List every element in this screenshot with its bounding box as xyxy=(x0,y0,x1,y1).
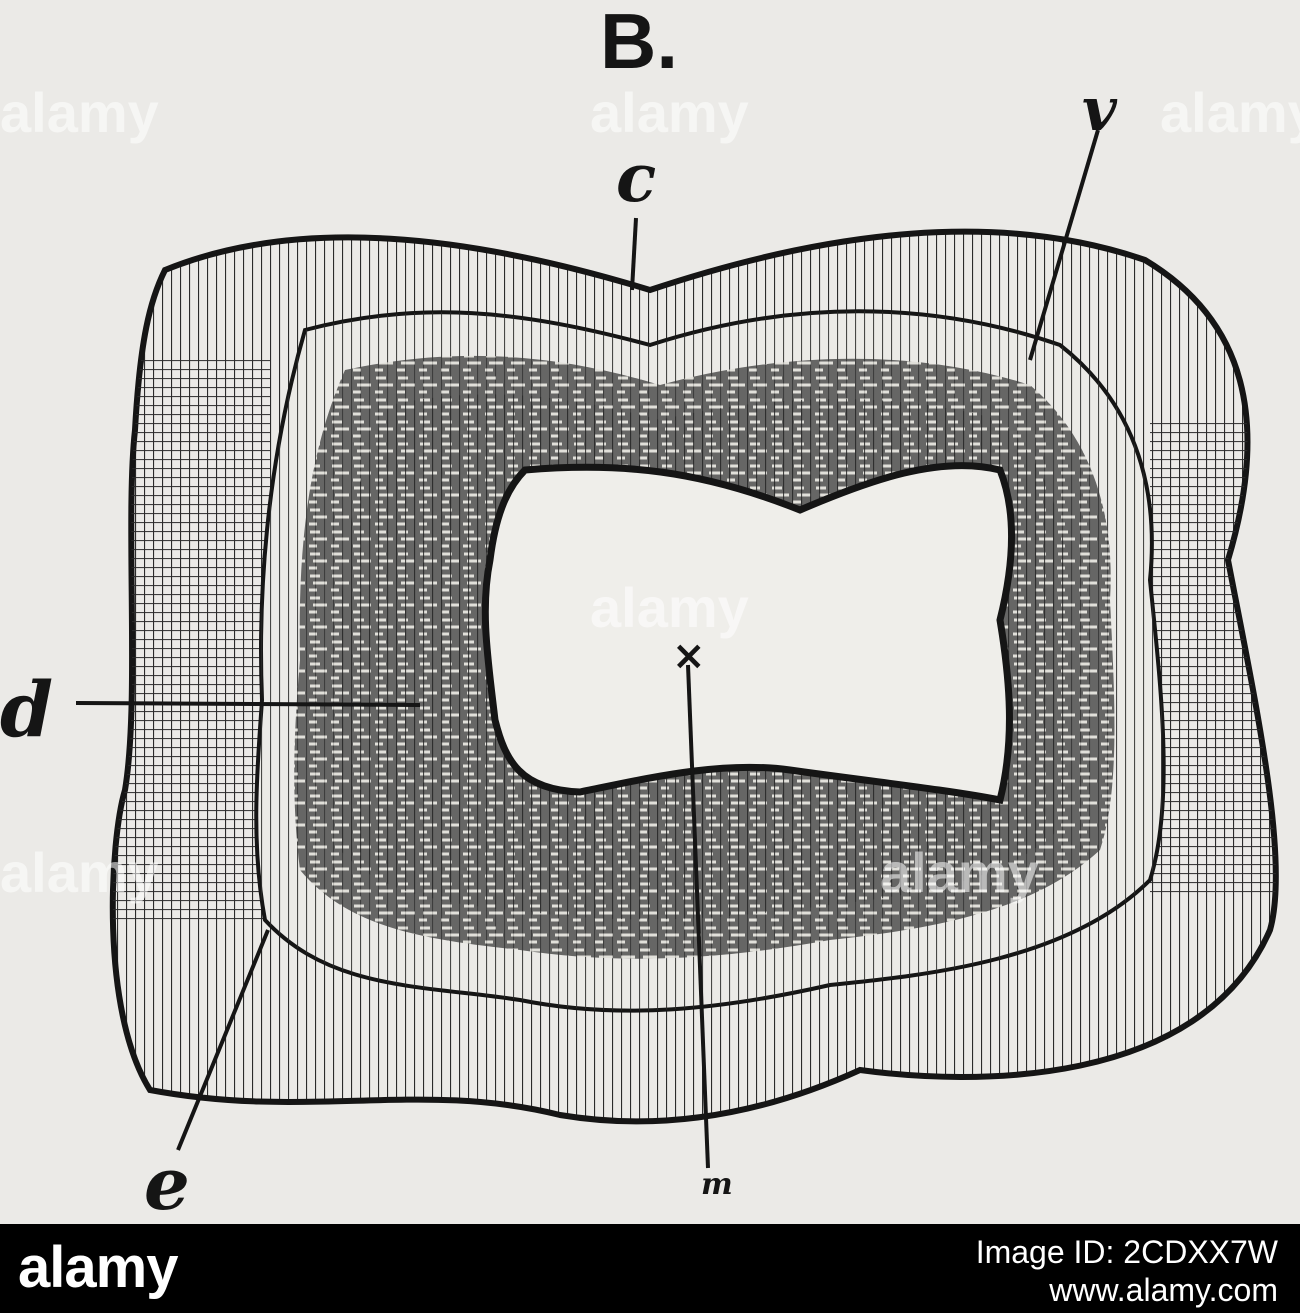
leader-line-v xyxy=(1028,129,1100,361)
label-d: d xyxy=(0,665,54,754)
label-e: e xyxy=(144,1141,190,1226)
watermark: alamy xyxy=(590,576,749,639)
label-x-marker: × xyxy=(672,633,706,679)
label-v: v xyxy=(1082,75,1117,145)
pulp-cavity xyxy=(481,462,1015,805)
tooth-cross-section-drawing xyxy=(75,129,1279,1169)
image-id: Image ID: 2CDXX7W xyxy=(975,1234,1278,1270)
watermark: alamy xyxy=(590,81,749,144)
label-m: m xyxy=(701,1167,733,1202)
leader-line-m xyxy=(686,664,710,1169)
leader-line-c xyxy=(630,217,638,291)
footer-bar: alamy Image ID: 2CDXX7W www.alamy.com xyxy=(0,1224,1300,1313)
alamy-logo: alamy xyxy=(18,1235,178,1300)
watermark: alamy xyxy=(0,81,159,144)
watermark: alamy xyxy=(0,841,159,904)
watermark: alamy xyxy=(1160,81,1300,144)
tooth-cross-section-figure: B. c v d e × m alamy alamy alamy alamy a… xyxy=(0,0,1300,1226)
label-c: c xyxy=(616,139,657,217)
leader-line-e xyxy=(176,929,270,1151)
site-url: www.alamy.com xyxy=(1049,1272,1278,1308)
leader-line-d xyxy=(75,701,421,707)
figure-title: B. xyxy=(600,0,678,85)
watermark: alamy xyxy=(880,841,1039,904)
